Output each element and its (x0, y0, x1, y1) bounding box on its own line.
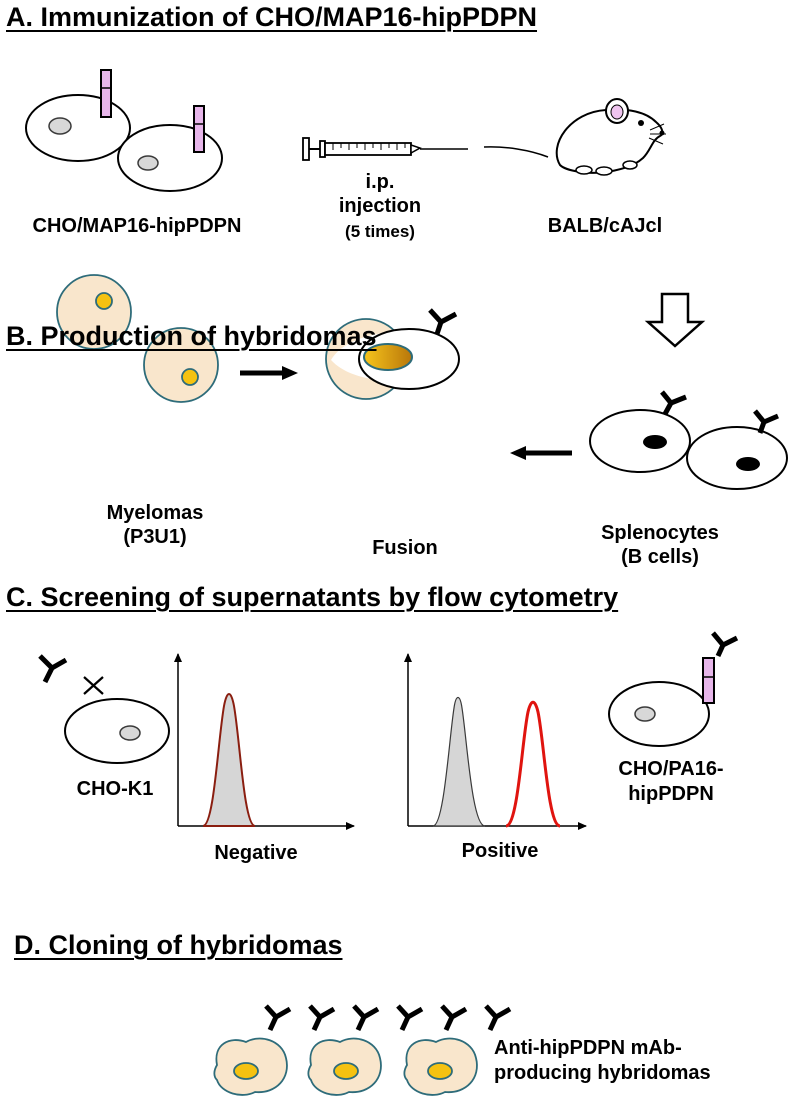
myeloma-strain-label: (P3U1) (123, 526, 187, 548)
cho-k1-cell (64, 698, 170, 764)
fusion-cell (325, 308, 460, 400)
positive-histogram (404, 653, 587, 830)
hybridoma-cell-2 (307, 1037, 382, 1096)
injection-count-label: (5 times) (345, 222, 415, 241)
splenocyte-1 (589, 390, 691, 473)
cho-cell-2 (117, 105, 223, 192)
negative-histogram (174, 653, 355, 830)
cho-k1-label: CHO-K1 (76, 778, 154, 800)
section-c-heading: C. Screening of supernatants by flow cyt… (6, 582, 619, 612)
right-arrow-icon (240, 366, 298, 380)
result-label-line1: Anti-hipPDPN mAb- (494, 1037, 682, 1059)
injection-label: injection (338, 195, 422, 217)
no-binding-cross-icon (83, 676, 104, 695)
positive-label: Positive (461, 840, 539, 862)
section-b-heading: B. Production of hybridomas (6, 321, 377, 351)
cho-pa16-label: CHO/PA16- (618, 758, 724, 780)
cho-pa16-cell (608, 631, 739, 747)
result-label-line2: producing hybridomas (494, 1062, 711, 1084)
myeloma-cell-1 (56, 274, 132, 350)
cho-map16-label: CHO/MAP16-hipPDPN (32, 215, 242, 237)
syringe-icon (302, 137, 468, 161)
mouse-label: BALB/cAJcl (547, 215, 663, 237)
myeloma-cell-2 (143, 327, 219, 403)
injection-label-ip: i.p. (365, 171, 395, 193)
hippdpn-label: hipPDPN (628, 783, 714, 805)
section-d-heading: D. Cloning of hybridomas (14, 930, 343, 960)
splenocytes-label: Splenocytes (601, 522, 719, 544)
hybridoma-cell-3 (403, 1037, 478, 1096)
myeloma-label: Myelomas (106, 502, 204, 524)
down-arrow-icon (644, 292, 706, 348)
antibody-row (264, 1004, 512, 1032)
fusion-label: Fusion (372, 537, 438, 559)
section-a-heading: A. Immunization of CHO/MAP16-hipPDPN (6, 2, 538, 32)
hybridoma-cell-1 (213, 1037, 288, 1096)
antibody-icon-no-binding (38, 654, 68, 684)
mouse-icon (483, 98, 666, 176)
b-cells-label: (B cells) (621, 546, 699, 568)
splenocyte-2 (686, 409, 788, 490)
cho-cell-1 (25, 69, 131, 162)
left-arrow-icon (510, 446, 572, 460)
negative-label: Negative (214, 842, 298, 864)
